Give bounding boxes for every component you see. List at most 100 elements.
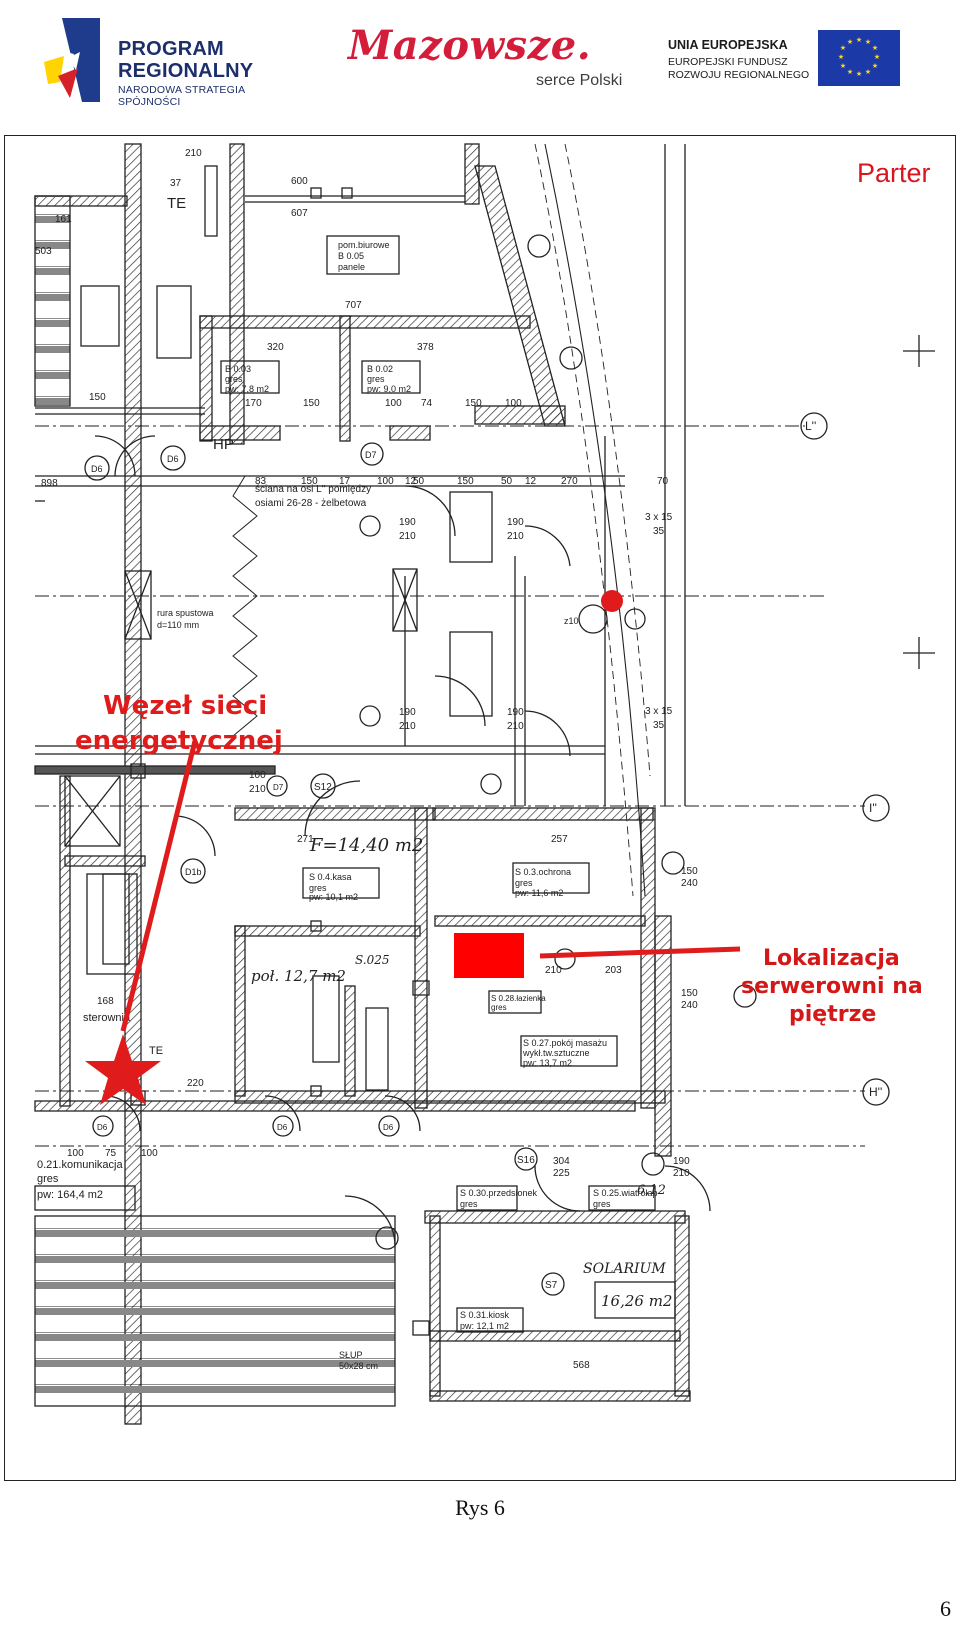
svg-text:270: 270 bbox=[561, 476, 578, 487]
mazowsze-logo: Mazowsze. serce Polski bbox=[348, 22, 628, 97]
svg-text:320: 320 bbox=[267, 342, 284, 353]
svg-text:panele: panele bbox=[338, 262, 365, 272]
svg-text:pw: 12,1 m2: pw: 12,1 m2 bbox=[460, 1321, 509, 1331]
svg-text:190: 190 bbox=[673, 1156, 690, 1167]
svg-text:S16: S16 bbox=[517, 1155, 535, 1166]
svg-text:B 0.02: B 0.02 bbox=[367, 364, 393, 374]
svg-text:35: 35 bbox=[653, 526, 665, 537]
floor-label: Parter bbox=[857, 158, 931, 188]
svg-text:poł. 12,7 m2: poł. 12,7 m2 bbox=[251, 967, 346, 985]
mazowsze-subtitle: serce Polski bbox=[536, 72, 623, 89]
svg-text:17: 17 bbox=[339, 476, 351, 487]
svg-text:★: ★ bbox=[847, 68, 853, 76]
svg-text:3 x 15: 3 x 15 bbox=[645, 706, 673, 717]
svg-text:D6: D6 bbox=[91, 464, 103, 474]
svg-text:210: 210 bbox=[185, 148, 202, 159]
svg-text:190: 190 bbox=[399, 517, 416, 528]
svg-text:6,12: 6,12 bbox=[637, 1183, 666, 1198]
svg-text:75: 75 bbox=[105, 1148, 117, 1159]
svg-text:SŁUP: SŁUP bbox=[339, 1350, 363, 1360]
svg-text:★: ★ bbox=[865, 68, 871, 76]
svg-text:S7: S7 bbox=[545, 1280, 558, 1291]
svg-text:TE: TE bbox=[167, 195, 186, 212]
svg-text:wykł.tw.sztuczne: wykł.tw.sztuczne bbox=[522, 1048, 590, 1058]
svg-text:203: 203 bbox=[605, 965, 622, 976]
svg-text:378: 378 bbox=[417, 342, 434, 353]
svg-text:240: 240 bbox=[681, 1000, 698, 1011]
svg-text:pw: 11,6 m2: pw: 11,6 m2 bbox=[515, 888, 563, 898]
svg-text:150: 150 bbox=[681, 866, 698, 877]
svg-text:D7: D7 bbox=[273, 783, 284, 792]
mazowsze-name: Mazowsze. bbox=[348, 22, 592, 69]
svg-text:★: ★ bbox=[874, 53, 880, 61]
svg-text:210: 210 bbox=[507, 721, 524, 732]
svg-text:304: 304 bbox=[553, 1156, 570, 1167]
svg-text:190: 190 bbox=[507, 707, 524, 718]
figure-caption: Rys 6 bbox=[455, 1495, 505, 1520]
program-regionalny-mark-icon bbox=[44, 18, 100, 102]
svg-text:gres: gres bbox=[37, 1173, 59, 1185]
svg-text:★: ★ bbox=[865, 38, 871, 46]
program-regionalny-logo: PROGRAM REGIONALNY NARODOWA STRATEGIA SP… bbox=[44, 18, 304, 108]
svg-text:257: 257 bbox=[551, 834, 568, 845]
svg-text:190: 190 bbox=[507, 517, 524, 528]
svg-text:50: 50 bbox=[501, 476, 513, 487]
svg-text:240: 240 bbox=[681, 878, 698, 889]
svg-text:ściana na osi L'' pomiędzy: ściana na osi L'' pomiędzy bbox=[255, 484, 371, 495]
svg-text:H'': H'' bbox=[869, 1085, 882, 1099]
svg-text:D7: D7 bbox=[365, 450, 377, 460]
program-line-2: REGIONALNY bbox=[118, 60, 254, 82]
svg-text:210: 210 bbox=[249, 784, 266, 795]
svg-text:150: 150 bbox=[303, 398, 320, 409]
svg-text:S12: S12 bbox=[314, 782, 332, 793]
svg-text:gres: gres bbox=[593, 1199, 611, 1209]
svg-text:568: 568 bbox=[573, 1360, 590, 1371]
svg-text:37: 37 bbox=[170, 178, 182, 189]
svg-text:SOLARIUM: SOLARIUM bbox=[583, 1261, 666, 1277]
svg-text:★: ★ bbox=[847, 38, 853, 46]
svg-text:150: 150 bbox=[681, 988, 698, 999]
svg-text:gres: gres bbox=[225, 374, 243, 384]
svg-text:3 x 15: 3 x 15 bbox=[645, 512, 673, 523]
svg-text:D6: D6 bbox=[167, 454, 179, 464]
svg-text:D1b: D1b bbox=[185, 867, 202, 877]
svg-text:74: 74 bbox=[421, 398, 433, 409]
svg-text:607: 607 bbox=[291, 208, 308, 219]
svg-text:gres: gres bbox=[515, 878, 533, 888]
eu-line-1: UNIA EUROPEJSKA bbox=[668, 38, 788, 52]
svg-text:S 0.4.kasa: S 0.4.kasa bbox=[309, 872, 352, 882]
page-header: PROGRAM REGIONALNY NARODOWA STRATEGIA SP… bbox=[0, 0, 960, 125]
svg-text:50: 50 bbox=[413, 476, 425, 487]
svg-text:150: 150 bbox=[89, 392, 106, 403]
svg-text:★: ★ bbox=[856, 36, 862, 44]
energy-node-label-line2: energetycznej bbox=[75, 726, 283, 756]
svg-text:gres: gres bbox=[460, 1199, 478, 1209]
svg-text:70: 70 bbox=[657, 476, 669, 487]
svg-text:B 0.05: B 0.05 bbox=[338, 251, 364, 261]
svg-text:★: ★ bbox=[840, 44, 846, 52]
svg-text:gres: gres bbox=[367, 374, 385, 384]
svg-text:pw: 164,4 m2: pw: 164,4 m2 bbox=[37, 1189, 103, 1201]
svg-text:0.21.komunikacja: 0.21.komunikacja bbox=[37, 1159, 123, 1171]
svg-text:150: 150 bbox=[465, 398, 482, 409]
svg-text:220: 220 bbox=[187, 1078, 204, 1089]
svg-text:210: 210 bbox=[673, 1168, 690, 1179]
svg-text:D6: D6 bbox=[97, 1123, 108, 1132]
svg-text:100: 100 bbox=[249, 770, 266, 781]
svg-text:503: 503 bbox=[35, 246, 52, 257]
svg-text:★: ★ bbox=[872, 62, 878, 70]
server-room-label-line2: serwerowni na bbox=[741, 974, 923, 999]
svg-text:83: 83 bbox=[255, 476, 267, 487]
server-room-marker bbox=[454, 933, 524, 978]
svg-text:S 0.31.kiosk: S 0.31.kiosk bbox=[460, 1310, 510, 1320]
svg-text:osiami 26-28 - żelbetowa: osiami 26-28 - żelbetowa bbox=[255, 498, 367, 509]
svg-text:★: ★ bbox=[872, 44, 878, 52]
svg-text:L'': L'' bbox=[805, 419, 816, 433]
server-room-label-line3: piętrze bbox=[789, 1002, 877, 1027]
program-line-3: NARODOWA STRATEGIA SPÓJNOŚCI bbox=[118, 84, 245, 108]
svg-text:210: 210 bbox=[507, 531, 524, 542]
svg-text:225: 225 bbox=[553, 1168, 570, 1179]
svg-text:pom.biurowe: pom.biurowe bbox=[338, 240, 390, 250]
